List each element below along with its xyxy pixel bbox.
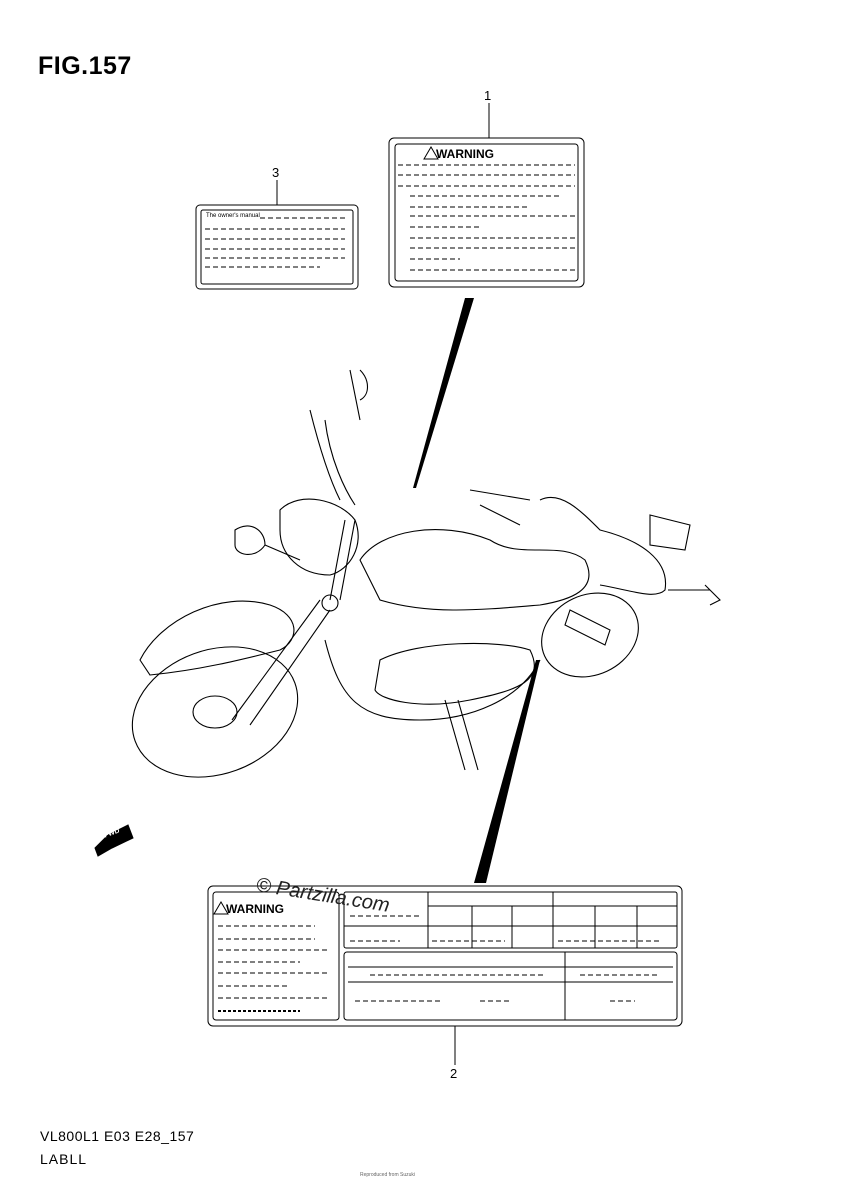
callout-2: 2 [450, 1066, 458, 1081]
label-2-top-table [343, 891, 678, 949]
label-1-inner [394, 143, 579, 282]
label-2-bottom-table [343, 951, 678, 1021]
label-2-left [212, 891, 340, 1021]
warning-text-label-1: WARNING [436, 147, 494, 161]
owners-manual-text: The owner's manual [206, 213, 260, 219]
label-3-inner [200, 209, 354, 285]
label-1-outer [388, 137, 585, 288]
label-1-lines [398, 164, 575, 271]
figure-name: LABLL [40, 1151, 88, 1167]
copyright-text: Reproduced from Suzuki [360, 1172, 416, 1178]
figure-code: VL800L1 E03 E28_157 [40, 1128, 195, 1144]
warning-triangle-label-2 [213, 901, 229, 915]
pointer-label-1 [413, 298, 474, 488]
label-2-outer [207, 885, 683, 1027]
callout-3: 3 [272, 165, 280, 180]
fwd-arrow [94, 824, 134, 857]
motorcycle-outline [131, 369, 721, 778]
warning-triangle-label-1 [423, 146, 439, 160]
figure-title: FIG.157 [38, 52, 132, 80]
label-3-lines [205, 217, 345, 268]
label-2-lines [218, 915, 660, 1002]
pointer-label-2 [474, 660, 540, 883]
warning-text-label-2: WARNING [226, 902, 284, 916]
callout-1: 1 [484, 88, 492, 103]
